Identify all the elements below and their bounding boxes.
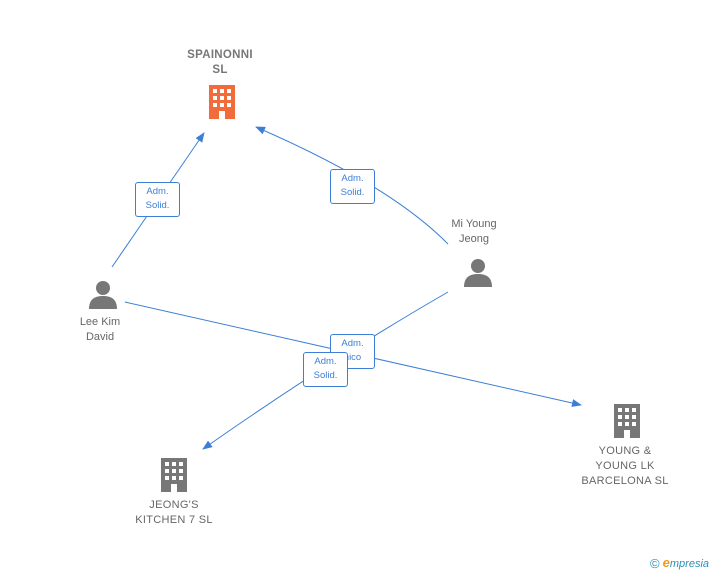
brand-initial: e bbox=[662, 555, 670, 570]
empresia-logo[interactable]: © empresia bbox=[650, 555, 709, 571]
edge-role-label[interactable]: Adm. Solid. bbox=[330, 169, 375, 204]
edge-role-label[interactable]: Adm. nico bbox=[330, 334, 375, 369]
node-label-mi-young-jeong[interactable]: Mi Young Jeong bbox=[451, 218, 497, 245]
node-label-lee-kim-david[interactable]: Lee Kim David bbox=[79, 316, 121, 343]
node-label-jeongs-kitchen[interactable]: JEONG'S KITCHEN 7 SL bbox=[135, 499, 213, 526]
building-icon[interactable] bbox=[614, 404, 640, 438]
building-icon[interactable] bbox=[161, 458, 187, 492]
node-label-young-young-lk-barcelona[interactable]: YOUNG & YOUNG LK BARCELONA SL bbox=[581, 445, 669, 487]
person-icon[interactable] bbox=[464, 259, 492, 287]
node-label-spainonni[interactable]: SPAINONNI SL bbox=[187, 49, 253, 76]
copyright-icon: © bbox=[650, 556, 660, 571]
building-icon[interactable] bbox=[209, 85, 235, 119]
edge-role-label[interactable]: Adm. Solid. bbox=[303, 352, 348, 387]
brand-name: mpresia bbox=[669, 558, 710, 570]
person-icon[interactable] bbox=[89, 281, 117, 309]
edge-role-label[interactable]: Adm. Solid. bbox=[135, 182, 180, 217]
